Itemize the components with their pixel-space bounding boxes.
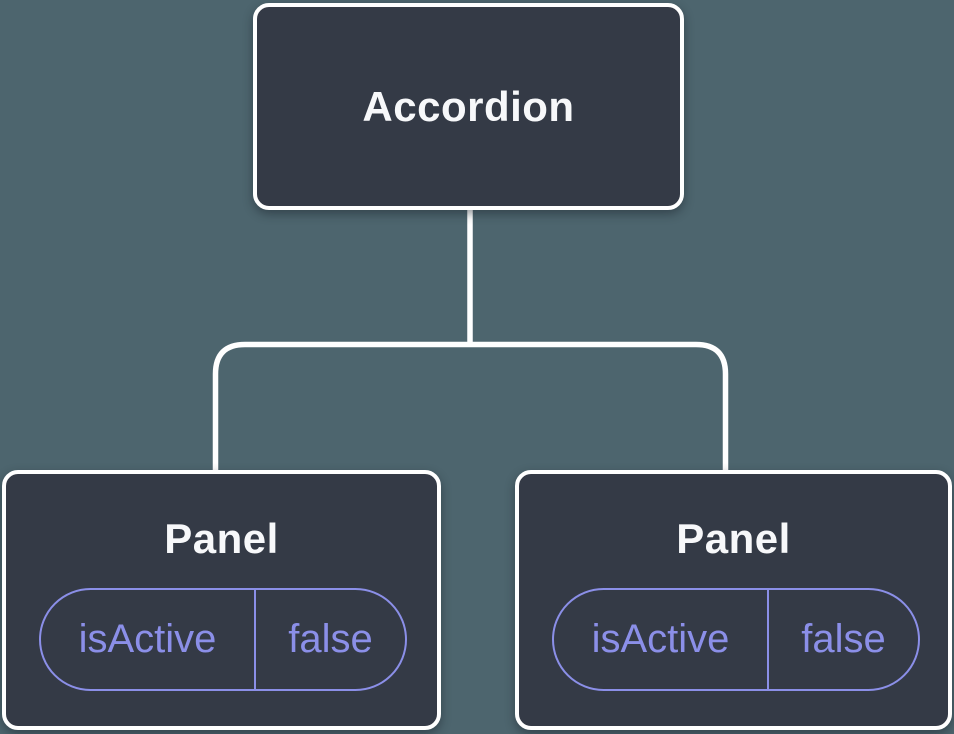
connector-bracket <box>212 341 729 472</box>
prop-name: isActive <box>41 590 256 689</box>
node-panel-left-label: Panel <box>164 515 279 562</box>
prop-name: isActive <box>554 590 769 689</box>
node-panel-right-label: Panel <box>676 515 791 562</box>
node-accordion: Accordion <box>253 3 684 210</box>
prop-value: false <box>288 617 373 661</box>
node-panel-left: Panel isActive false <box>2 470 441 730</box>
prop-value: false <box>801 617 886 661</box>
node-panel-right: Panel isActive false <box>515 470 952 730</box>
node-accordion-label: Accordion <box>362 82 575 130</box>
prop-pill: isActive false <box>552 588 920 691</box>
prop-pill: isActive false <box>39 588 407 691</box>
